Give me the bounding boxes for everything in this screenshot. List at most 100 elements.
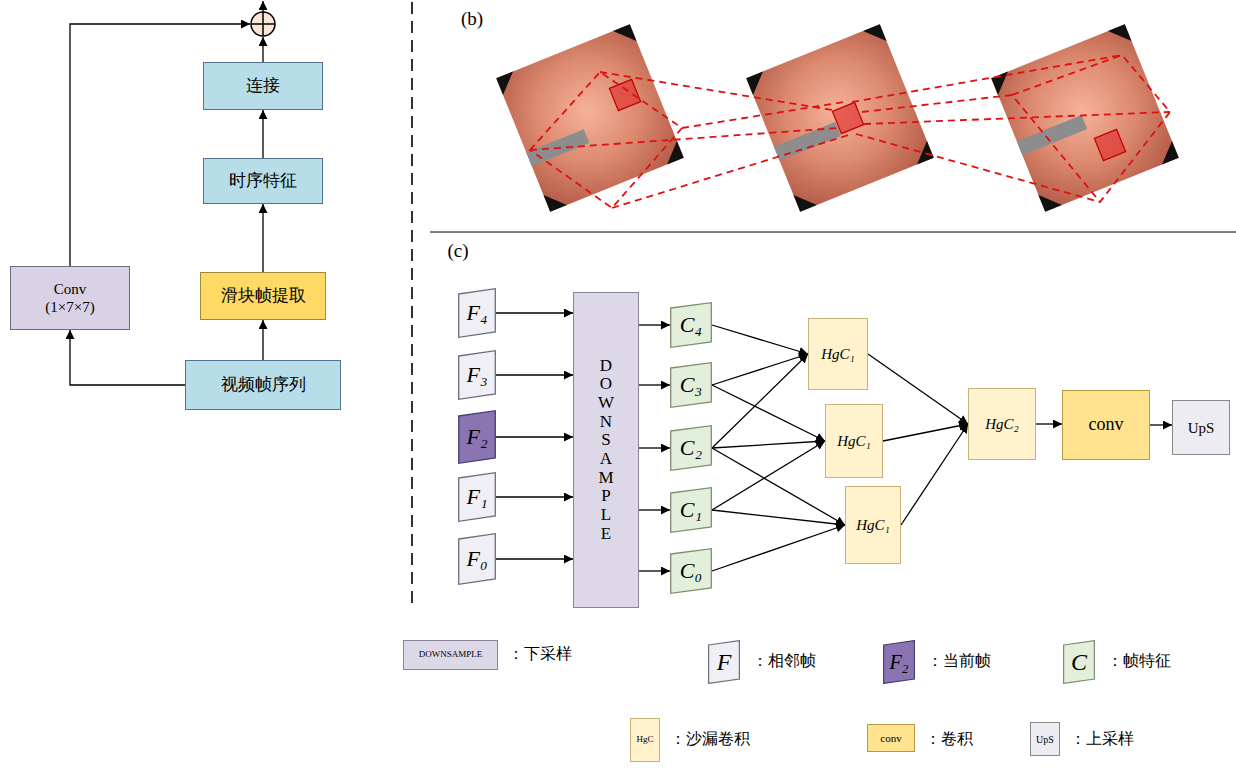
feature-box: C₂	[670, 425, 712, 471]
feature-box: C₁	[670, 487, 712, 533]
frame-image	[496, 24, 683, 211]
connector-arrow	[262, 110, 263, 158]
node-label: F₁	[466, 484, 487, 510]
endoscope-frame	[496, 24, 683, 211]
divider-line	[411, 2, 413, 605]
legend-swatch-shape	[709, 641, 740, 684]
correspondence-line	[682, 102, 844, 128]
swatch-label: UpS	[1030, 722, 1060, 756]
frame-corner	[1038, 188, 1061, 211]
frame-corner	[496, 71, 519, 94]
connector-arrow	[1036, 423, 1062, 424]
node-outline	[459, 473, 496, 522]
arrow-line	[262, 1, 263, 12]
node-label: UpS	[1188, 419, 1215, 437]
frame-corner	[793, 188, 816, 211]
node-outline	[671, 549, 712, 594]
node-label: C₁	[680, 497, 702, 523]
instrument	[1017, 115, 1088, 155]
current-frame-box: F₂	[458, 410, 496, 464]
feature-box: C₀	[670, 548, 712, 594]
connector-arrow	[639, 384, 670, 385]
process-box: 连接	[203, 62, 323, 110]
process-box: 时序特征	[203, 158, 323, 204]
endoscope-frame	[991, 24, 1178, 211]
upsample-box: UpS	[1172, 400, 1230, 455]
connector-arrow	[901, 424, 968, 525]
legend-text: ：相邻帧	[752, 651, 816, 670]
correspondence-line	[864, 112, 1170, 124]
swatch-label: DOWNSAMPLE	[403, 640, 498, 670]
feature-box: C₃	[670, 362, 712, 408]
frame-corner	[746, 71, 769, 94]
frame-corner	[1108, 24, 1131, 47]
endoscope-frame	[746, 24, 933, 211]
node-label: F₄	[466, 300, 487, 326]
sum-symbol	[251, 12, 275, 36]
swatch-label: F	[717, 649, 732, 675]
connector-arrow	[639, 509, 670, 510]
connector-arrow	[1150, 424, 1172, 425]
node-outline	[459, 534, 496, 585]
conv-box: Conv (1×7×7)	[10, 266, 130, 330]
conv-box: conv	[1062, 390, 1150, 460]
node-label: C₃	[680, 372, 702, 398]
sum-symbol	[262, 12, 264, 36]
connector-arrow	[496, 374, 573, 375]
feature-box: C₄	[670, 302, 712, 348]
process-box: 滑块帧提取	[200, 272, 326, 320]
connector-arrow	[639, 447, 670, 448]
frame-box: F₄	[458, 288, 496, 338]
node-label: Conv (1×7×7)	[28, 280, 112, 316]
connector-arrow	[639, 324, 670, 325]
legend-swatch-shape	[884, 641, 915, 684]
legend-text: ：卷积	[925, 729, 973, 748]
connector-arrow	[496, 558, 573, 559]
process-box: 视频帧序列	[185, 360, 341, 410]
separator-line	[430, 232, 1236, 233]
frame-corner	[660, 141, 683, 164]
swatch-label: UpS	[1036, 734, 1054, 745]
node-label: F₀	[466, 546, 487, 572]
patch-region	[1094, 129, 1125, 160]
frame-corner	[1155, 141, 1178, 164]
swatch-label: HgC	[636, 735, 653, 745]
node-outline	[459, 289, 496, 338]
correspondence-line	[600, 72, 832, 110]
node-outline	[671, 363, 712, 408]
node-label: 时序特征	[229, 171, 297, 191]
swatch-label: F	[708, 640, 740, 684]
node-label: HgC₂	[985, 415, 1019, 433]
node-label: conv	[1089, 414, 1124, 436]
node-label: C₄	[680, 312, 702, 338]
frame-image	[991, 24, 1178, 211]
node-label: 连接	[246, 76, 280, 96]
node-outline	[671, 303, 712, 348]
swatch-label: C	[1063, 640, 1095, 684]
legend-text: ：沙漏卷积	[670, 729, 750, 748]
correspondence-line	[862, 95, 1012, 112]
connector-arrow	[883, 424, 968, 441]
frame-corner	[543, 188, 566, 211]
hourglass-conv-box: HgC₁	[845, 486, 901, 564]
legend-text: ：当前帧	[927, 651, 991, 670]
node-label: DOWNSAMPLE	[598, 357, 615, 544]
swatch-label: HgC	[630, 718, 660, 762]
connector-arrow	[496, 312, 573, 313]
swatch-label: F₂	[883, 640, 915, 684]
connector-arrow	[70, 330, 185, 385]
connector-arrow	[712, 354, 808, 385]
node-label: F₂	[466, 424, 487, 450]
correspondence-line	[612, 134, 852, 208]
panel-label: (b)	[452, 6, 492, 32]
hourglass-conv-box: HgC₁	[825, 404, 883, 478]
search-window	[530, 72, 682, 208]
patch-region	[832, 102, 863, 133]
node-outline	[671, 488, 712, 533]
node-label: F₃	[466, 362, 487, 388]
panel-label: (b)	[461, 9, 483, 30]
frame-corner	[613, 24, 636, 47]
node-label: HgC₁	[821, 345, 855, 363]
legend-text: ：帧特征	[1107, 651, 1171, 670]
